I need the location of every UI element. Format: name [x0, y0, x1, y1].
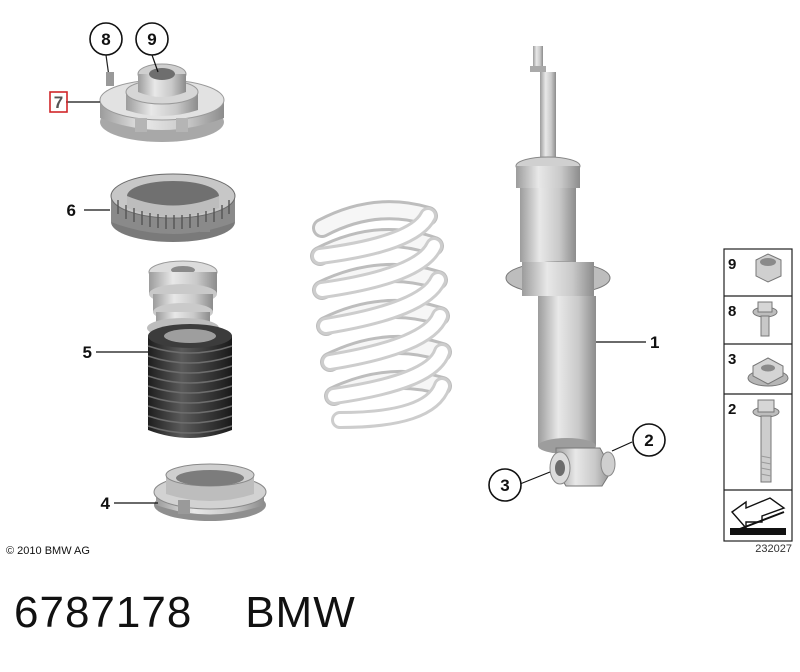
lower-spring-seat-part-4	[153, 463, 267, 521]
shock-absorber-part-1	[505, 46, 616, 487]
callout-7-label: 7	[54, 93, 63, 112]
legend-row-8: 8	[728, 301, 778, 337]
legend-8-label: 8	[728, 303, 736, 320]
hex-nut-icon	[755, 253, 782, 283]
top-mount-part-7	[99, 63, 225, 142]
legend-row-2: 2	[728, 399, 780, 483]
callout-3: 3	[488, 468, 522, 502]
callout-4-label: 4	[101, 494, 111, 513]
legend-row-9: 9	[728, 253, 782, 283]
callout-9-label: 9	[147, 30, 156, 49]
callout-6-label: 6	[67, 201, 76, 220]
highlight-box	[49, 91, 68, 113]
dust-boot-part-5	[147, 324, 233, 438]
arrow-symbol-icon	[730, 497, 786, 535]
flange-bolt-icon	[752, 301, 778, 337]
spring-pad-part-6	[110, 173, 236, 242]
legend-row-3: 3	[728, 351, 789, 387]
top-mount-assembly	[99, 54, 225, 142]
callout-7: 7	[49, 91, 68, 113]
long-bolt-icon	[752, 399, 780, 483]
callout-2-label: 2	[644, 431, 653, 450]
legend-2-label: 2	[728, 401, 736, 418]
copyright-notice: © 2010 BMW AG	[6, 545, 90, 557]
callout-8: 8	[89, 22, 123, 56]
drawing-number: 232027	[755, 543, 792, 555]
callout-8-label: 8	[101, 30, 110, 49]
bolt-part-8	[105, 54, 114, 86]
legend-3-label: 3	[728, 351, 736, 368]
coil-spring	[310, 200, 452, 429]
callout-1-label: 1	[650, 333, 659, 352]
callout-3-label: 3	[500, 476, 509, 495]
callout-2: 2	[632, 423, 666, 457]
leader-lines	[66, 54, 646, 504]
callout-5-label: 5	[83, 343, 92, 362]
fastener-legend: 9 8 3 2	[723, 248, 793, 542]
part-caption: 6787178 BMW	[14, 588, 356, 638]
part-number: 6787178	[14, 588, 193, 637]
brand-name: BMW	[245, 588, 356, 637]
hex-flange-nut-icon	[747, 357, 789, 387]
callout-9: 9	[135, 22, 169, 56]
legend-9-label: 9	[728, 256, 736, 273]
